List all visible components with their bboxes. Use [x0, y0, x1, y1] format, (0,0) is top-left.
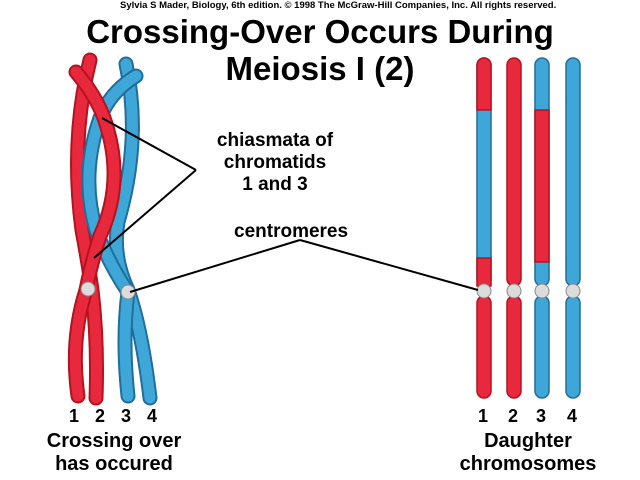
leader-lines [93, 117, 479, 293]
right-number-3: 3 [536, 406, 547, 426]
right-caption-line-1: Daughter [484, 430, 572, 452]
right-centromere-2 [506, 283, 522, 299]
right-centromere-4 [565, 283, 581, 299]
chiasmata-label-line-1: chiasmata of [216, 130, 334, 151]
chiasma-leader-upper [101, 117, 197, 171]
chiasma-leader-lower [93, 169, 197, 259]
left-centromere-b [120, 284, 136, 300]
copyright-notice: Sylvia S Mader, Biology, 6th edition. © … [120, 0, 557, 11]
chiasmata-label-line-2: chromatids [223, 152, 327, 173]
right-number-2: 2 [508, 406, 519, 426]
right-number-1: 1 [478, 406, 489, 426]
right-centromere-3 [534, 283, 550, 299]
daughter-chromosome-3 [534, 57, 550, 399]
left-caption-line-1: Crossing over [46, 430, 182, 452]
daughter-chromosome-2 [506, 57, 522, 399]
right-centromere-1 [476, 283, 492, 299]
left-caption-line-2: has occured [55, 453, 173, 475]
title-line-2: Meiosis I (2) [225, 50, 415, 87]
left-number-1: 1 [69, 406, 80, 426]
chiasmata-label: chiasmata of chromatids 1 and 3 [200, 130, 350, 196]
left-tetrad [67, 52, 158, 406]
right-number-4: 4 [567, 406, 578, 426]
left-number-3: 3 [121, 406, 132, 426]
centromere-leader-left [129, 239, 301, 293]
chiasmata-label-line-3: 1 and 3 [242, 174, 308, 195]
centromere-leader-right [299, 239, 479, 291]
centromeres-label: centromeres [234, 221, 349, 242]
daughter-chromosome-1 [476, 57, 492, 399]
title-line-1: Crossing-Over Occurs During [86, 13, 554, 50]
daughter-chromosomes [476, 57, 581, 399]
daughter-chromosome-4 [565, 57, 581, 399]
left-caption: Crossing over has occured [14, 430, 214, 476]
left-number-4: 4 [147, 406, 158, 426]
right-caption-line-2: chromosomes [459, 453, 597, 475]
right-caption: Daughter chromosomes [428, 430, 628, 476]
left-number-2: 2 [95, 406, 106, 426]
left-centromere-a [80, 281, 96, 297]
